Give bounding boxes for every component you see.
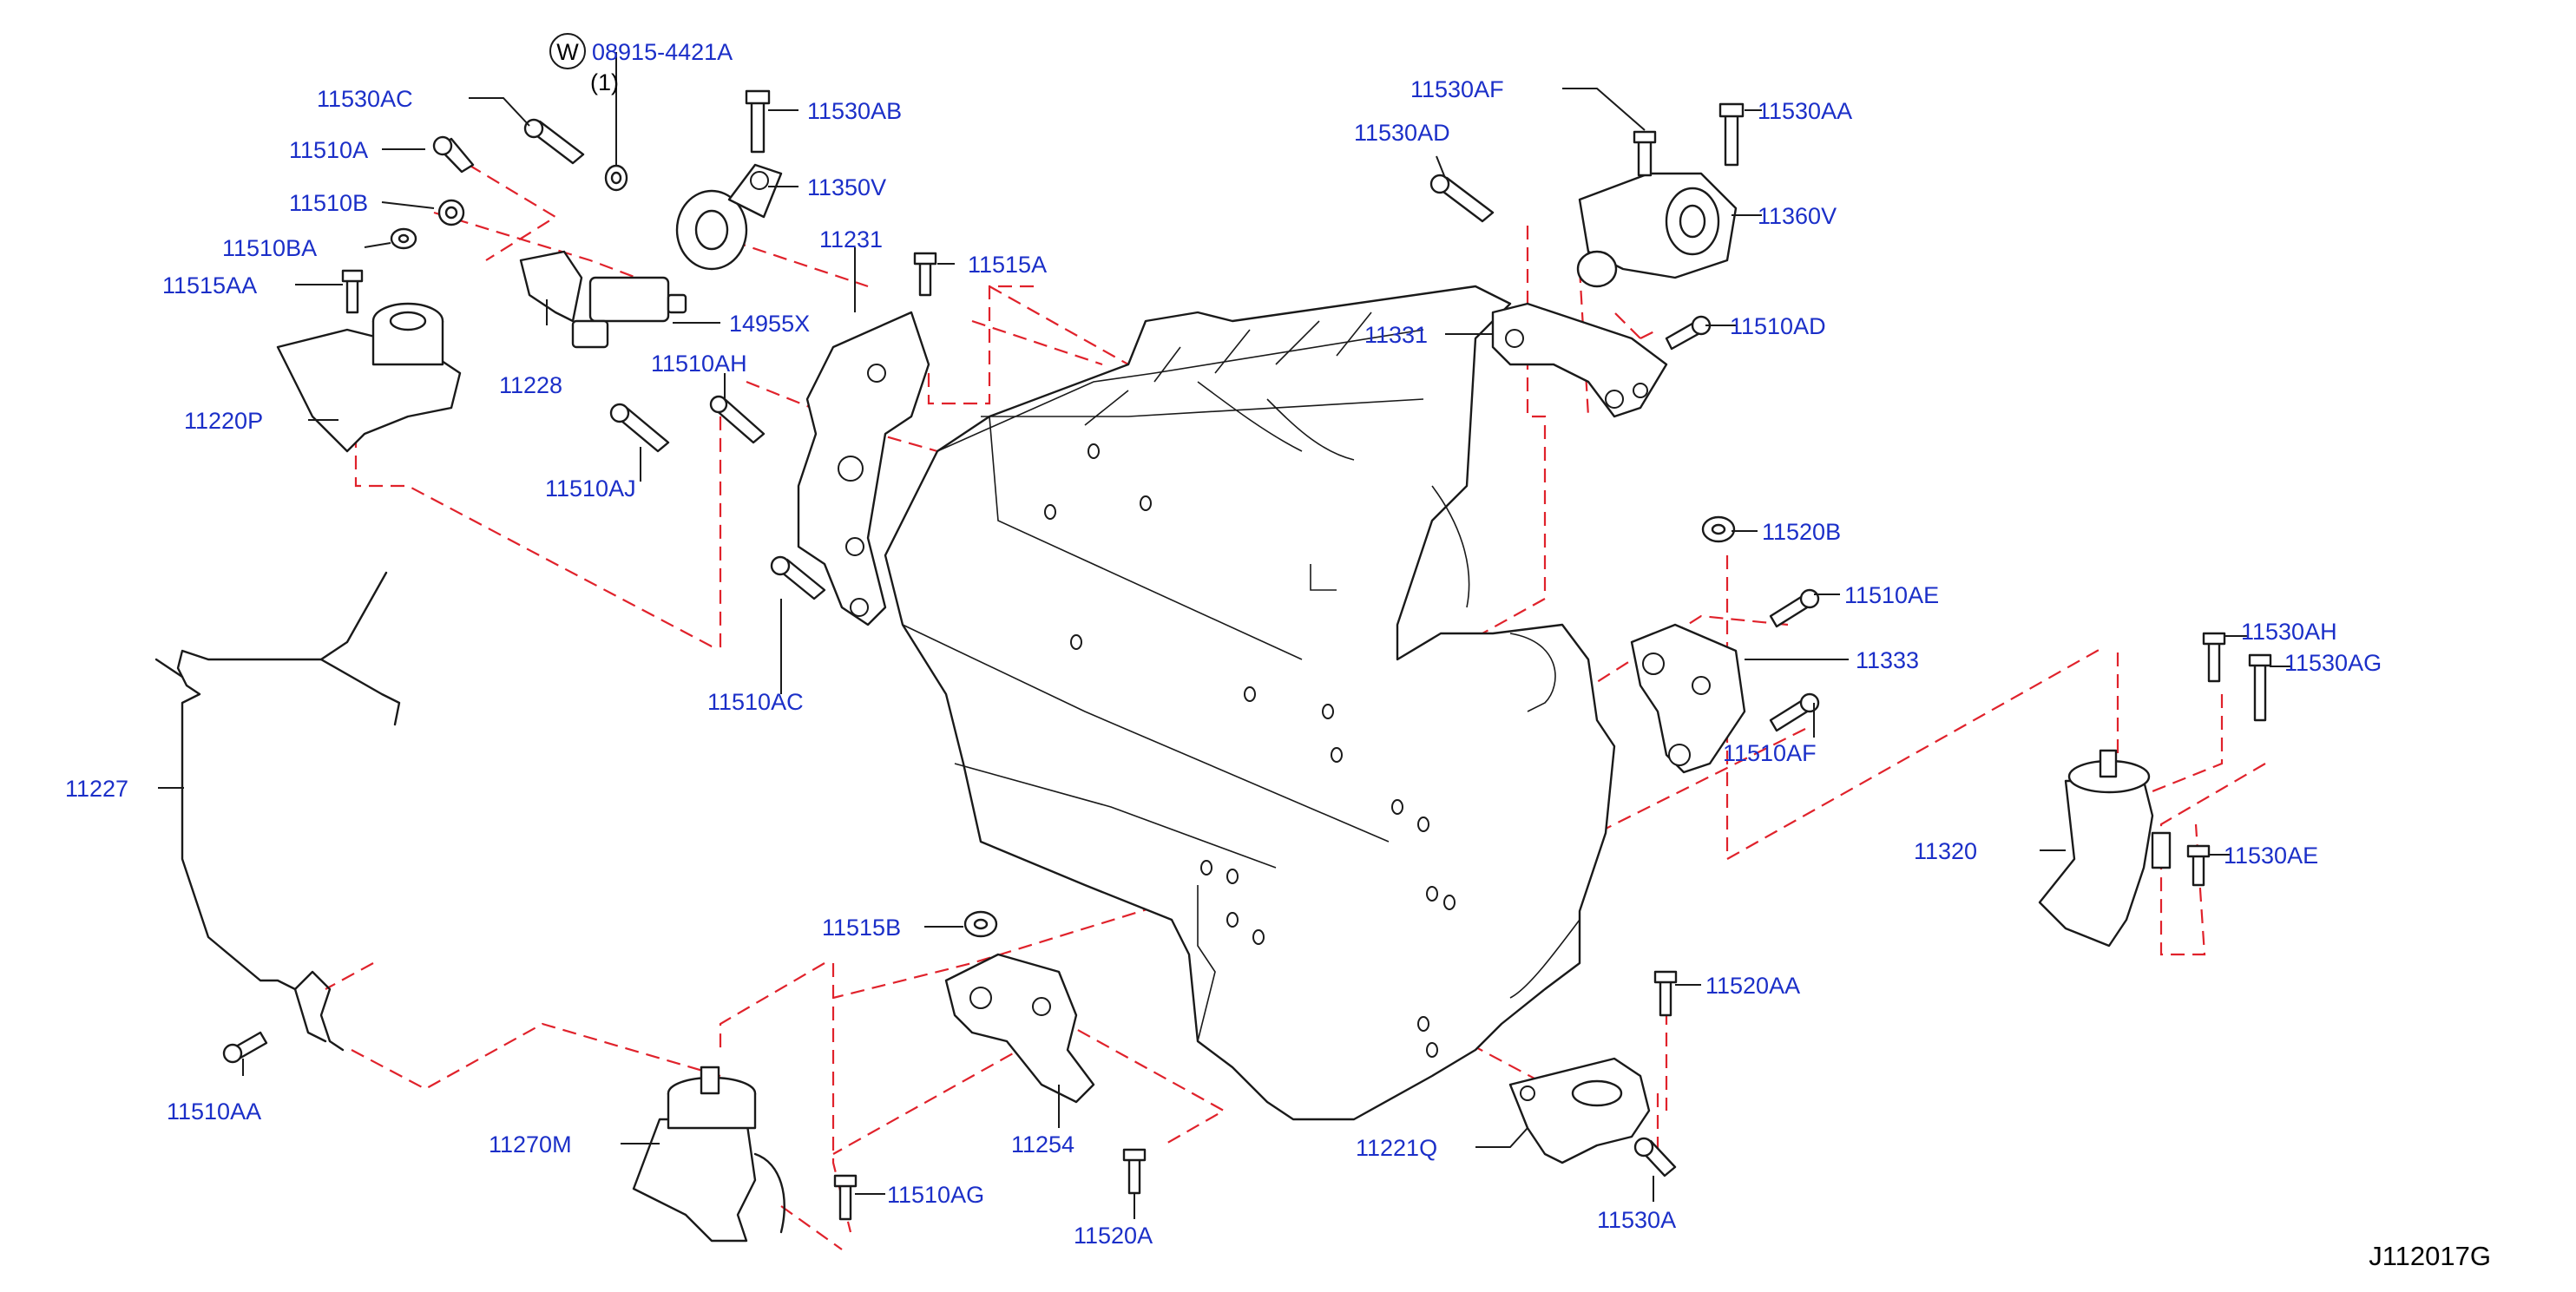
part-bracket-11333	[1630, 623, 1746, 774]
label-11331: 11331	[1364, 322, 1428, 348]
bolt-11510AC	[770, 555, 826, 600]
label-11360V: 11360V	[1758, 203, 1837, 229]
label-11520A: 11520A	[1074, 1223, 1153, 1249]
label-08915-4421A: 08915-4421A	[592, 39, 733, 65]
w-symbol: W	[556, 39, 579, 65]
bolt-11530AF	[1633, 130, 1657, 177]
label-11520B: 11520B	[1762, 519, 1841, 545]
label-11221Q: 11221Q	[1356, 1135, 1437, 1161]
bolt-11510AF	[1769, 692, 1820, 732]
label-11510AD: 11510AD	[1730, 313, 1826, 339]
bolt-11510AH	[709, 395, 766, 444]
bolt-11510AJ	[609, 403, 670, 453]
label-11515B: 11515B	[822, 915, 901, 941]
bolt-11530AE	[2186, 844, 2211, 887]
part-mount-11220P	[276, 302, 462, 453]
label-11510AJ: 11510AJ	[545, 475, 636, 502]
label-11510AF: 11510AF	[1723, 740, 1817, 766]
label-11530AH: 11530AH	[2241, 619, 2337, 645]
w-symbol-circle	[549, 33, 586, 69]
part-bracket-11231	[797, 311, 930, 626]
part-insulator-11360V	[1576, 172, 1738, 288]
bolt-11530A	[1633, 1137, 1677, 1177]
bolt-11530AD	[1429, 174, 1495, 223]
part-mount-11221Q	[1508, 1057, 1651, 1164]
stud-11515AA	[341, 269, 364, 314]
nut-11510B	[437, 199, 465, 226]
bolt-11530AG	[2248, 653, 2272, 722]
part-labels: W 08915-4421A (1) 11530AC 11530AB 11510A…	[65, 33, 2491, 1271]
label-11510AG: 11510AG	[887, 1182, 984, 1208]
fasteners	[222, 89, 2272, 1221]
bolt-11510AE	[1769, 588, 1820, 628]
engine-block	[884, 285, 1616, 1121]
bolt-11530AA	[1718, 102, 1745, 167]
label-11231: 11231	[819, 226, 883, 252]
part-solenoid-14955X	[571, 276, 687, 349]
label-11515AA: 11515AA	[162, 272, 257, 298]
label-11530AB: 11530AB	[807, 98, 902, 124]
label-11520AA: 11520AA	[1705, 973, 1800, 999]
part-bracket-11228	[519, 250, 583, 323]
label-11510B: 11510B	[289, 190, 368, 216]
quantity-note: (1)	[590, 69, 619, 95]
stud-11515A	[913, 252, 937, 297]
bolt-11530AH	[2202, 632, 2226, 683]
label-11510AA: 11510AA	[167, 1099, 261, 1125]
label-11320: 11320	[1914, 838, 1977, 864]
label-14955X: 14955X	[729, 311, 810, 337]
bolt-11520AA	[1653, 970, 1678, 1017]
bolt-11510AG	[833, 1174, 858, 1221]
bolt-11510A	[432, 135, 475, 174]
part-bracket-11254	[944, 953, 1095, 1104]
bolt-11530AC	[523, 118, 585, 165]
figure-code: J112017G	[2369, 1241, 2491, 1271]
label-11530AC: 11530AC	[317, 86, 413, 112]
label-11510AH: 11510AH	[651, 351, 747, 377]
label-11510BA: 11510BA	[222, 235, 317, 261]
washer-08915-4421A	[604, 164, 628, 192]
label-11530A: 11530A	[1597, 1207, 1676, 1233]
nut-11515B	[963, 910, 998, 938]
part-insulator-11350V	[675, 163, 783, 271]
part-mount-11320	[2038, 749, 2172, 948]
label-11350V: 11350V	[807, 174, 886, 200]
label-11220P: 11220P	[184, 408, 263, 434]
part-rod-11227	[154, 571, 401, 1052]
label-11510AC: 11510AC	[707, 689, 804, 715]
bolt-11510AA	[222, 1031, 268, 1064]
label-11515A: 11515A	[968, 252, 1047, 278]
label-11333: 11333	[1856, 647, 1919, 673]
engine-bolt-holes	[1044, 443, 1456, 1058]
bolt-11510AD	[1665, 315, 1712, 351]
part-bracket-11331	[1491, 302, 1668, 418]
label-11228: 11228	[499, 372, 562, 398]
label-11530AE: 11530AE	[2224, 843, 2318, 869]
label-11530AD: 11530AD	[1354, 120, 1450, 146]
label-11510AE: 11510AE	[1844, 582, 1939, 608]
label-11270M: 11270M	[489, 1131, 572, 1158]
bolt-11520A	[1122, 1148, 1147, 1195]
nut-11510BA	[390, 227, 417, 250]
label-11530AA: 11530AA	[1758, 98, 1852, 124]
nut-11520B	[1701, 515, 1736, 543]
bolt-11530AB	[745, 89, 771, 154]
label-11530AG: 11530AG	[2284, 650, 2382, 676]
label-11227: 11227	[65, 776, 128, 802]
label-11530AF: 11530AF	[1410, 76, 1504, 102]
label-11510A: 11510A	[289, 137, 368, 163]
label-11254: 11254	[1011, 1131, 1074, 1158]
part-mount-11270M	[632, 1066, 785, 1243]
leader-lines	[158, 52, 2291, 1219]
